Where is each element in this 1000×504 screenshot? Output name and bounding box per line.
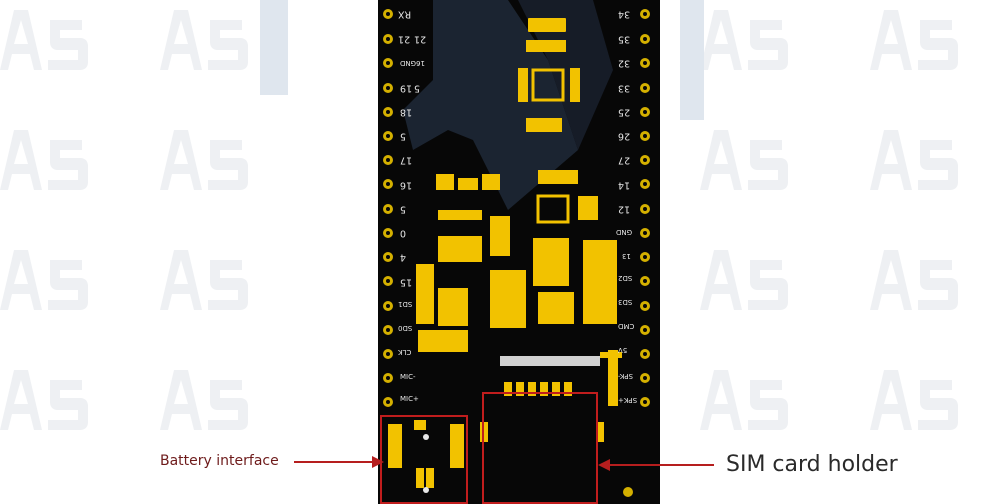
pin-label: 35 (618, 33, 631, 45)
pin-label: 12 (618, 203, 631, 215)
pin-label: 5 (414, 82, 421, 94)
pin-label: 5 (400, 203, 407, 215)
pin-label: GND (616, 228, 633, 236)
pin-label: SPK+ (618, 396, 638, 404)
pin-label: 16GND (400, 59, 425, 67)
pin-label: 21 (414, 33, 427, 45)
pin-label: 15 (400, 276, 413, 288)
pcb-traces (383, 0, 650, 497)
pin-label: CLK (398, 348, 412, 356)
sim-card-holder-label: SIM card holder (726, 452, 898, 477)
pin-label: 13 (622, 252, 631, 260)
pin-label: 32 (618, 57, 631, 69)
sim-card-holder-highlight (482, 392, 598, 504)
pin-label: 5V (618, 346, 628, 354)
pin-label: 5 (400, 130, 407, 142)
battery-interface-highlight (380, 415, 468, 504)
pin-label: 4 (400, 251, 407, 263)
battery-interface-label: Battery interface (160, 453, 279, 469)
pin-label: 0 (400, 227, 407, 239)
pin-label: SD2 (618, 274, 633, 282)
pin-label: SD1 (398, 300, 413, 308)
pin-label: 21 (398, 33, 411, 45)
pin-label: 16 (400, 179, 413, 191)
pin-label: SD0 (398, 324, 413, 332)
pin-label: SD3 (618, 298, 633, 306)
pin-label: 17 (400, 154, 413, 166)
pin-label: 14 (618, 179, 631, 191)
pin-label: MIC+ (400, 395, 419, 403)
pin-label: 34 (618, 8, 631, 20)
pin-label: 33 (618, 82, 631, 94)
pcb-board: RX 21 21 16GND 5 19 18 5 17 16 5 0 4 15 … (378, 0, 660, 504)
pin-label: 25 (618, 106, 631, 118)
pin-label: CMD (618, 322, 635, 330)
pin-label: MIC- (400, 373, 416, 381)
pin-label: 27 (618, 154, 631, 166)
pin-label: 18 (400, 106, 413, 118)
pin-label: SPK- (618, 372, 634, 380)
pin-label: RX (398, 8, 412, 20)
pin-label: 26 (618, 130, 631, 142)
pin-label: 19 (400, 82, 413, 94)
